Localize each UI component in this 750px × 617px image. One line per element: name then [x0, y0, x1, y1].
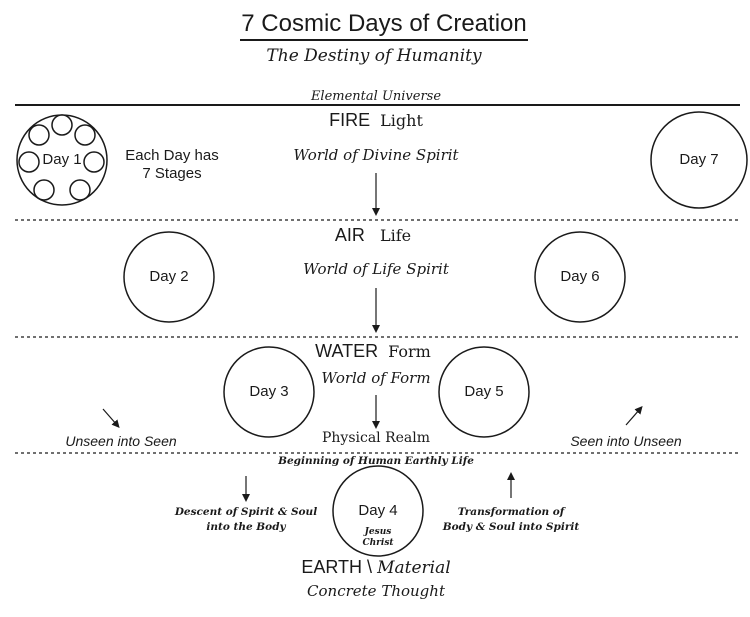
descent-line1: Descent of Spirit & Soul: [174, 506, 318, 518]
earth-separator: \: [367, 557, 373, 577]
earth-element: EARTH: [301, 557, 363, 577]
stages-note: Each Day has 7 Stages: [125, 147, 218, 183]
stage-circle: [51, 114, 73, 136]
day5-circle: [438, 346, 530, 438]
earth-world: Concrete Thought: [307, 582, 445, 600]
water-world: World of Form: [321, 369, 431, 387]
stage-circle: [83, 151, 105, 173]
physical-realm-label: Physical Realm: [321, 430, 431, 446]
elemental-universe-label: Elemental Universe: [310, 89, 442, 104]
descent-label: Descent of Spirit & Soul into the Body: [175, 505, 317, 535]
top-divider: [15, 104, 740, 106]
day4-circle: [332, 465, 424, 557]
seen-into-unseen-label: Seen into Unseen: [570, 433, 682, 449]
fire-word: Light: [380, 111, 423, 130]
air-element: AIR: [334, 225, 365, 245]
diagram-title: 7 Cosmic Days of Creation: [241, 10, 527, 37]
title-underline: [240, 39, 528, 41]
arrow-seen-into-unseen: [625, 405, 643, 426]
air-word: Life: [379, 226, 412, 245]
day4-label: Day 4: [358, 502, 398, 519]
earth-word: Material: [377, 558, 451, 578]
day5-label: Day 5: [464, 383, 504, 400]
stage-circle: [18, 151, 40, 173]
descent-line2: into the Body: [206, 521, 286, 533]
day3-label: Day 3: [249, 383, 289, 400]
day4-sub-line1: Jesus: [364, 527, 392, 537]
fire-world: World of Divine Spirit: [293, 146, 459, 164]
air-heading: AIR Life: [335, 225, 411, 246]
air-world: World of Life Spirit: [303, 260, 449, 278]
stage-circle: [33, 179, 55, 201]
water-element: WATER: [315, 341, 379, 361]
day4-sub-line2: Christ: [362, 538, 394, 548]
stage-circle: [74, 124, 96, 146]
day6-label: Day 6: [560, 268, 600, 285]
day2-circle: [123, 231, 215, 323]
transformation-line2: Body & Soul into Spirit: [442, 521, 580, 533]
transformation-line1: Transformation of: [457, 506, 565, 518]
fire-element: FIRE: [329, 110, 371, 130]
day4-sub: Jesus Christ: [362, 527, 393, 549]
diagram-subtitle: The Destiny of Humanity: [266, 46, 482, 66]
day6-circle: [534, 231, 626, 323]
stage-circle: [69, 179, 91, 201]
day1-stage-circles: [18, 114, 105, 201]
transformation-label: Transformation of Body & Soul into Spiri…: [443, 505, 579, 535]
earth-heading: EARTH \ Material: [301, 557, 450, 578]
fire-heading: FIRE Light: [329, 110, 423, 131]
day3-circle: [223, 346, 315, 438]
stage-circle: [28, 124, 50, 146]
stages-note-line1: Each Day has: [125, 147, 219, 164]
day2-label: Day 2: [149, 268, 189, 285]
day7-label: Day 7: [679, 151, 719, 168]
beginning-earthly-life-label: Beginning of Human Earthly Life: [278, 455, 474, 467]
day1-label: Day 1: [42, 151, 82, 168]
arrow-unseen-into-seen: [102, 408, 120, 429]
day7-circle: [650, 111, 748, 209]
water-word: Form: [388, 342, 431, 361]
stages-note-line2: 7 Stages: [142, 165, 202, 182]
unseen-into-seen-label: Unseen into Seen: [65, 433, 177, 449]
water-heading: WATER Form: [315, 341, 431, 362]
